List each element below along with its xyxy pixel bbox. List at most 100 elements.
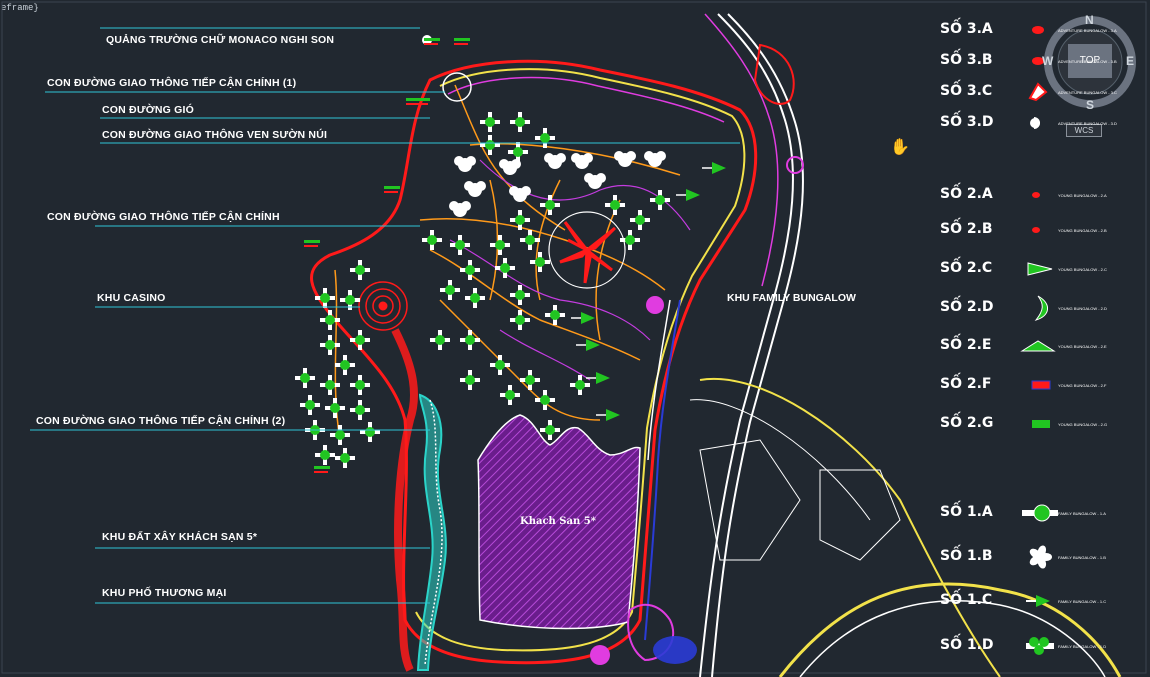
compass-north[interactable]: N	[1085, 13, 1094, 27]
family-bungalow-1a	[340, 290, 360, 310]
family-bungalow-1a	[540, 420, 560, 440]
legend-desc: FAMILY BUNGALOW - 1.D	[1058, 644, 1107, 649]
family-bungalow-1b	[499, 159, 521, 175]
view-cube-top[interactable]: TOP	[1068, 44, 1112, 78]
family-bungalow-1a	[490, 355, 510, 375]
family-bungalow-1b	[584, 173, 606, 189]
legend-id: SỐ 1.C	[940, 592, 993, 608]
legend-id: SỐ 2.C	[940, 260, 993, 276]
legend-id: SỐ 1.A	[940, 504, 993, 520]
legend-desc: YOUNG BUNGALOW - 2.D	[1058, 306, 1107, 311]
zone-family-bungalow: KHU FAMILY BUNGALOW	[727, 292, 856, 304]
legend-id: SỐ 1.D	[940, 637, 994, 653]
family-bungalow-1a	[460, 370, 480, 390]
legend-symbol-white-lotus	[1029, 545, 1052, 569]
legend-desc: YOUNG BUNGALOW - 2.F	[1058, 383, 1107, 388]
family-bungalow-1a	[545, 305, 565, 325]
compass-south[interactable]: S	[1086, 98, 1095, 112]
legend-symbol-red-box	[1031, 380, 1051, 390]
family-bungalow-1a	[510, 210, 530, 230]
legend-symbol-white-cross	[1022, 504, 1058, 522]
family-bungalow-1a	[350, 375, 370, 395]
family-bungalow-1a	[320, 335, 340, 355]
legend-id: SỐ 2.D	[940, 299, 994, 315]
legend-desc: YOUNG BUNGALOW - 2.A	[1058, 193, 1107, 198]
family-bungalow-1a	[315, 445, 335, 465]
family-bungalow-1a	[510, 112, 530, 132]
legend-desc: YOUNG BUNGALOW - 2.B	[1058, 228, 1107, 233]
family-bungalow-1b	[449, 201, 471, 217]
family-bungalow-1b	[509, 186, 531, 202]
legend-id: SỐ 2.E	[940, 337, 992, 353]
family-bungalow-1a	[335, 448, 355, 468]
family-bungalow-1a	[350, 260, 370, 280]
family-bungalow-1a	[360, 422, 380, 442]
legend-desc: ADVENTURE BUNGALOW - 3.C	[1058, 90, 1117, 95]
callout-main-road-1: CON ĐƯỜNG GIAO THÔNG TIẾP CẬN CHÍNH (1)	[47, 77, 297, 89]
callout-casino: KHU CASINO	[97, 292, 166, 304]
family-bungalow-1a	[430, 330, 450, 350]
callout-hotel-land: KHU ĐẤT XÂY KHÁCH SẠN 5*	[102, 531, 258, 543]
family-bungalow-1a	[650, 190, 670, 210]
survey-marker	[314, 466, 330, 473]
casino-target	[358, 281, 408, 331]
legend-symbol-green-box	[1032, 420, 1050, 428]
compass-west[interactable]: W	[1042, 54, 1054, 68]
legend-id: SỐ 1.B	[940, 548, 993, 564]
family-bungalow-1b	[571, 153, 593, 169]
river-center	[424, 399, 443, 666]
callout-wind-road: CON ĐƯỜNG GIÓ	[102, 104, 195, 116]
legend-id: SỐ 2.B	[940, 221, 993, 237]
legend-desc: FAMILY BUNGALOW - 1.B	[1058, 555, 1106, 560]
central-plaza	[548, 211, 626, 289]
family-bungalow-1a	[480, 135, 500, 155]
family-bungalow-1a	[325, 398, 345, 418]
survey-marker	[304, 240, 320, 247]
family-bungalow-1a	[520, 370, 540, 390]
callout-main-road-2: CON ĐƯỜNG GIAO THÔNG TIẾP CẬN CHÍNH (2)	[36, 415, 286, 427]
wcs-menu[interactable]: WCS	[1066, 124, 1102, 137]
hand-cursor-icon: ✋	[890, 139, 910, 156]
family-bungalow-1b	[464, 181, 486, 197]
family-bungalow-1a	[330, 425, 350, 445]
family-bungalow-1a	[570, 375, 590, 395]
family-bungalow-1c	[676, 189, 700, 201]
legend-symbol-red-oval	[1032, 26, 1044, 34]
river	[416, 393, 447, 671]
legend-symbol-green-wedge	[1020, 340, 1056, 352]
family-bungalow-1a	[510, 285, 530, 305]
family-bungalow-1b	[644, 151, 666, 167]
family-bungalow-1a	[508, 142, 528, 162]
family-bungalow-1c	[576, 339, 600, 351]
legend-symbol-red-dot	[1032, 192, 1040, 198]
legend-id: SỐ 3.B	[940, 52, 993, 68]
resort-boundary-roads	[310, 59, 758, 665]
family-bungalow-1c	[596, 409, 620, 421]
family-bungalow-1a	[480, 112, 500, 132]
survey-marker	[406, 98, 422, 105]
compass-east[interactable]: E	[1126, 54, 1135, 68]
casino-red-band	[391, 328, 419, 672]
family-bungalow-1b	[614, 151, 636, 167]
internal-roads	[334, 84, 681, 441]
legend-desc: FAMILY BUNGALOW - 1.C	[1058, 599, 1107, 604]
outer-roads	[689, 13, 1122, 677]
family-bungalow-1b	[544, 153, 566, 169]
family-bungalow-1b	[454, 156, 476, 172]
legend-desc: ADVENTURE BUNGALOW - 3.B	[1058, 59, 1117, 64]
legend-desc: ADVENTURE BUNGALOW - 3.D	[1058, 121, 1117, 126]
family-bungalow-1a	[530, 252, 550, 272]
legend-desc: YOUNG BUNGALOW - 2.E	[1058, 344, 1107, 349]
legend-symbol-green-cluster	[1026, 637, 1054, 655]
legend-id: SỐ 3.D	[940, 114, 994, 130]
legend-symbols	[1020, 26, 1058, 655]
legend-desc: ADVENTURE BUNGALOW - 3.A	[1058, 28, 1117, 33]
legend-symbol-green-arrow	[1026, 595, 1050, 607]
family-bungalow-1a	[490, 235, 510, 255]
family-bungalow-1a	[300, 395, 320, 415]
legend-id: SỐ 2.F	[940, 376, 992, 392]
family-bungalow-1a	[495, 258, 515, 278]
viewport-label: eframe}	[1, 3, 39, 13]
survey-marker	[424, 38, 440, 45]
